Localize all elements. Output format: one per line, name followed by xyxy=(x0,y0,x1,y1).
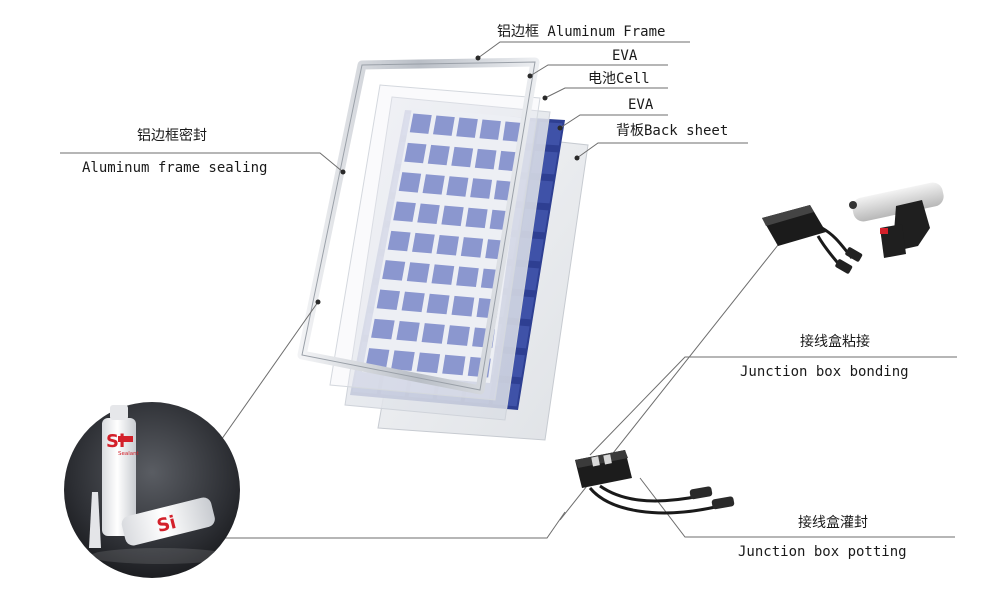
solar-cell xyxy=(421,323,445,344)
solar-cell xyxy=(391,350,415,371)
solar-cell xyxy=(479,119,501,140)
leader-jb-bonding xyxy=(589,356,957,456)
solar-cell xyxy=(441,205,464,227)
solar-cell xyxy=(433,115,455,136)
solar-cell xyxy=(436,235,459,256)
solar-cell xyxy=(387,230,411,252)
solar-cell xyxy=(396,320,420,342)
solar-cell xyxy=(446,325,470,346)
solar-cell xyxy=(416,352,441,374)
junction-box-bonding-image xyxy=(762,205,863,274)
cell-layer-front xyxy=(362,108,527,383)
aluminum-frame xyxy=(297,57,540,395)
sealant-product-circle: Si Sealant Si xyxy=(64,402,240,578)
label-jb-potting-cn: 接线盒灌封 xyxy=(798,514,868,531)
solar-cell xyxy=(412,232,435,254)
solar-cell xyxy=(470,178,493,199)
sealant-tube-lying: Si xyxy=(121,497,215,546)
tube-brand-sub: Sealant xyxy=(118,451,140,457)
label-eva-bottom: EVA xyxy=(628,97,654,113)
labels: 铝边框 Aluminum Frame EVA 电池Cell EVA 背板Back… xyxy=(82,24,909,560)
solar-cell xyxy=(460,237,484,258)
solar-cell xyxy=(451,295,475,317)
label-jb-bonding-en: Junction box bonding xyxy=(740,364,909,380)
junction-box-potting-image xyxy=(575,450,735,515)
solar-cell xyxy=(451,146,474,168)
leader-back-sheet xyxy=(576,142,748,159)
solar-cell xyxy=(465,207,488,229)
label-eva-top: EVA xyxy=(612,48,638,64)
solar-cell xyxy=(365,348,390,369)
solar-cell xyxy=(404,142,427,164)
tube-lying-brand-text: Si xyxy=(155,512,179,537)
label-frame-sealing-en: Aluminum frame sealing xyxy=(82,160,267,176)
solar-cell xyxy=(422,174,445,195)
leader-aluminum-frame xyxy=(477,41,690,59)
label-back-sheet: 背板Back sheet xyxy=(616,123,728,139)
caulking-gun-image xyxy=(849,182,944,258)
leader-dots xyxy=(315,55,580,305)
solar-cell xyxy=(398,172,422,193)
label-frame-sealing-cn: 铝边框密封 xyxy=(137,127,207,144)
sealant-nozzle xyxy=(89,492,101,548)
solar-cell xyxy=(376,289,400,310)
solar-cell xyxy=(456,266,479,288)
solar-cell xyxy=(371,318,395,340)
leader-circle xyxy=(225,511,566,539)
solar-cell xyxy=(474,148,497,170)
label-jb-potting-en: Junction box potting xyxy=(738,544,907,560)
leader-eva-top xyxy=(529,64,668,77)
solar-cell xyxy=(401,291,425,313)
sealant-tube-upright: Si Sealant xyxy=(102,405,140,536)
solar-cell xyxy=(431,264,455,285)
solar-cell xyxy=(442,354,466,376)
solar-cell xyxy=(406,262,430,283)
solar-cell xyxy=(417,203,440,225)
label-aluminum-frame: 铝边框 Aluminum Frame xyxy=(497,24,665,40)
solar-cell xyxy=(393,201,416,222)
leader-eva-bottom xyxy=(559,114,668,129)
solar-cell xyxy=(426,293,450,315)
leader-frame-sealing xyxy=(60,152,344,173)
leader-jb-potting xyxy=(639,477,955,538)
label-jb-bonding-cn: 接线盒粘接 xyxy=(800,333,870,350)
solar-cell xyxy=(409,113,432,134)
leader-cell xyxy=(544,87,668,99)
solar-cell xyxy=(382,260,406,281)
solar-cell xyxy=(427,144,450,166)
label-cell: 电池Cell xyxy=(588,71,650,87)
solar-cell xyxy=(446,176,469,197)
solar-cell xyxy=(456,117,478,138)
